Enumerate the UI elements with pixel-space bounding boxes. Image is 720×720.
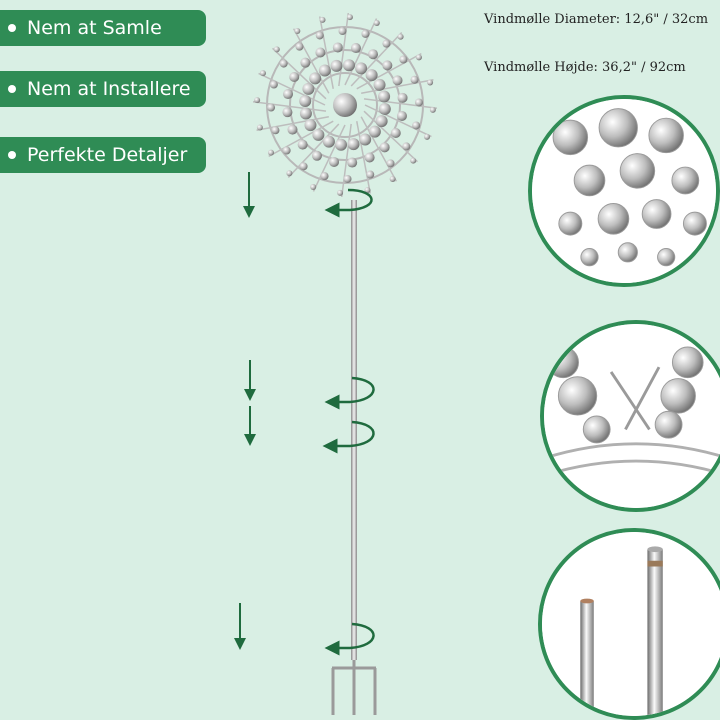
bullet-dot-icon [8, 85, 16, 93]
feature-pill-details: Perfekte Detaljer [0, 137, 206, 173]
rotate-arrow-icon [324, 622, 375, 656]
rotate-arrow-icon [324, 188, 373, 218]
ground-stake [331, 660, 377, 715]
feature-label: Perfekte Detaljer [27, 144, 188, 166]
feature-pill-assemble: Nem at Samle [0, 10, 206, 46]
detail-circle-joint [540, 320, 720, 512]
detail-circle-cups [528, 95, 720, 287]
detail-circle-pole [538, 528, 720, 720]
feature-label: Nem at Installere [27, 78, 191, 100]
spinner-head [252, 12, 438, 198]
bullet-dot-icon [8, 24, 16, 32]
bullet-dot-icon [8, 151, 16, 159]
spec-diameter: Vindmølle Diameter: 12,6" / 32cm [484, 12, 709, 27]
feature-label: Nem at Samle [27, 17, 162, 39]
rotate-arrow-icon [324, 376, 375, 410]
rotate-arrow-icon [322, 420, 375, 454]
spec-height: Vindmølle Højde: 36,2" / 92cm [484, 60, 686, 75]
feature-pill-install: Nem at Installere [0, 71, 206, 107]
spinner-pole [351, 200, 357, 660]
